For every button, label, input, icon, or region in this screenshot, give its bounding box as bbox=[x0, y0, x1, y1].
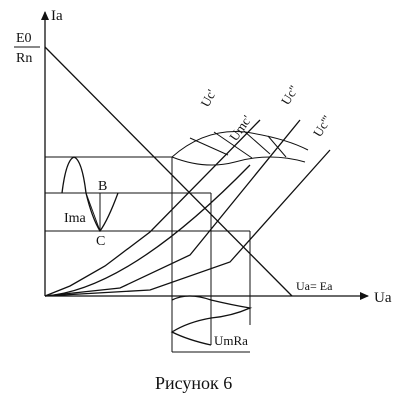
hatch-2 bbox=[213, 131, 253, 159]
label-uc3: Uc''' bbox=[310, 113, 334, 140]
curve-uc2 bbox=[44, 119, 301, 297]
label-uc2: Uc'' bbox=[278, 83, 301, 108]
label-uc1: Uc' bbox=[197, 87, 218, 110]
figure-caption: Рисунок 6 bbox=[155, 373, 232, 393]
x-axis-label: Ua bbox=[374, 290, 392, 306]
hatch-4 bbox=[267, 135, 287, 158]
hatch-3 bbox=[243, 130, 271, 155]
load-line bbox=[44, 46, 293, 297]
ima-label: Ima bbox=[64, 211, 87, 226]
y-axis-label: Ia bbox=[51, 8, 63, 24]
voltage-waveform bbox=[170, 295, 253, 346]
umra-label: UmRa bbox=[214, 333, 248, 348]
point-c-label: C bbox=[96, 234, 105, 249]
intercept-denominator: Rn bbox=[16, 51, 32, 66]
intercept-numerator: E0 bbox=[16, 31, 32, 46]
bc-segment bbox=[85, 192, 101, 232]
point-b-label: B bbox=[98, 179, 107, 194]
curve-uc3 bbox=[44, 149, 331, 297]
operating-arc-lower bbox=[171, 156, 306, 166]
intercept-x-label: Ua= Ea bbox=[296, 279, 333, 293]
label-umc: Umc' bbox=[226, 112, 254, 143]
curve-uc1 bbox=[44, 119, 261, 297]
hatch-1 bbox=[189, 137, 229, 156]
curve-umc bbox=[44, 164, 251, 297]
